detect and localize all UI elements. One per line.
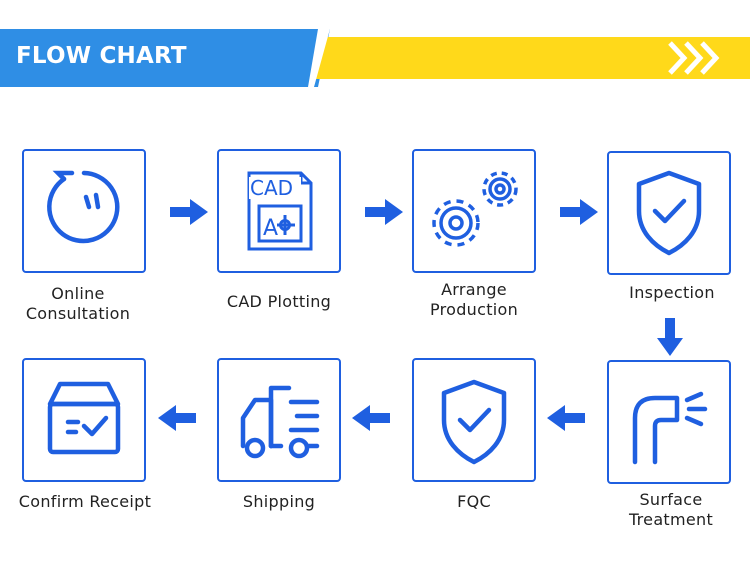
step-online-consultation bbox=[22, 149, 146, 273]
step-surface-treatment bbox=[607, 360, 731, 484]
step-label-surface-treatment: Surface Treatment bbox=[628, 490, 714, 529]
chat-bubble-icon bbox=[47, 170, 120, 244]
step-confirm-receipt bbox=[22, 358, 146, 482]
cad-icon-letter: A bbox=[263, 216, 278, 241]
cad-file-icon: CAD A bbox=[247, 171, 313, 251]
page-title: FLOW CHART bbox=[16, 43, 187, 69]
shield-check-icon bbox=[636, 170, 702, 256]
arrow-right-icon bbox=[170, 199, 208, 225]
step-label-shipping: Shipping bbox=[242, 492, 316, 511]
arrow-left-icon bbox=[547, 405, 585, 431]
spray-pipe-icon bbox=[632, 391, 708, 465]
step-cad-plotting: CAD A bbox=[217, 149, 341, 273]
banner-background bbox=[0, 29, 750, 87]
cad-icon-text: CAD bbox=[250, 176, 293, 200]
gears-icon bbox=[432, 171, 518, 247]
step-inspection bbox=[607, 151, 731, 275]
step-fqc bbox=[412, 358, 536, 482]
step-label-fqc: FQC bbox=[457, 492, 491, 511]
shield-check-icon bbox=[441, 379, 507, 465]
step-label-confirm-receipt: Confirm Receipt bbox=[18, 492, 152, 511]
step-arrange-production bbox=[412, 149, 536, 273]
box-check-icon bbox=[47, 381, 121, 455]
arrow-down-icon bbox=[657, 318, 683, 356]
arrow-right-icon bbox=[560, 199, 598, 225]
step-shipping bbox=[217, 358, 341, 482]
step-label-online-consultation: Online Consultation bbox=[25, 284, 131, 323]
arrow-right-icon bbox=[365, 199, 403, 225]
step-label-inspection: Inspection bbox=[629, 283, 715, 302]
step-label-cad-plotting: CAD Plotting bbox=[226, 292, 332, 311]
arrow-left-icon bbox=[158, 405, 196, 431]
arrow-left-icon bbox=[352, 405, 390, 431]
step-label-arrange-production: Arrange Production bbox=[429, 280, 519, 319]
header-banner: FLOW CHART bbox=[0, 29, 750, 87]
chevrons-icon bbox=[668, 41, 720, 75]
delivery-truck-icon bbox=[240, 385, 320, 459]
